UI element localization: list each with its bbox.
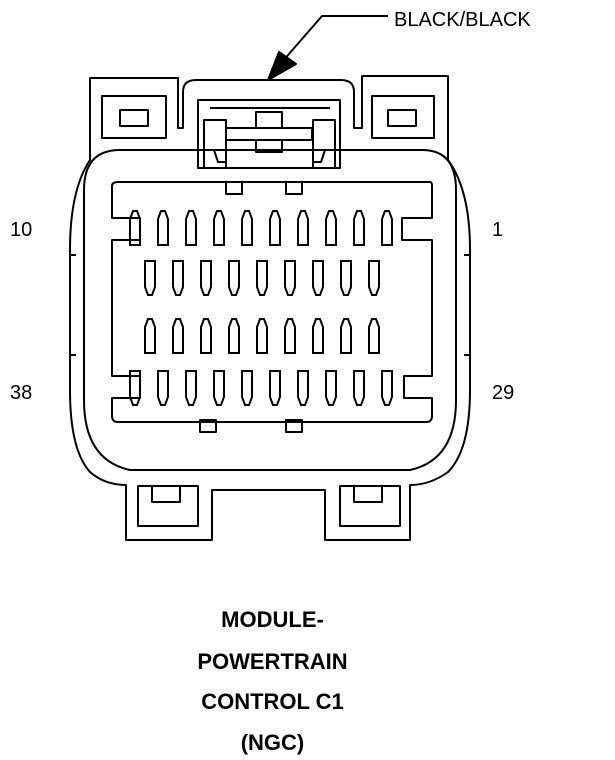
connector-title-line-4: (NGC): [240, 730, 305, 755]
pin-terminal-row4: [353, 370, 365, 406]
lug-bottom-left: [137, 485, 199, 527]
pin-terminal-row4: [185, 370, 197, 406]
leader-arrowhead: [267, 51, 297, 81]
pin-terminal-row1: [353, 210, 365, 246]
pin-terminal-row1: [325, 210, 337, 246]
housing-inner-wall: [83, 149, 457, 471]
latch-slot-mid: [255, 139, 283, 153]
lug-bottom-left-inner: [151, 485, 181, 503]
pin-terminal-row4: [241, 370, 253, 406]
pin-terminal-row4: [381, 370, 393, 406]
pin-terminal-row4: [157, 370, 169, 406]
lug-bottom-right-inner: [353, 485, 383, 503]
pin-terminal-row3: [284, 318, 296, 354]
pin-terminal-row4: [129, 370, 141, 406]
pin-terminal-row1: [269, 210, 281, 246]
pin-terminal-row2: [340, 260, 352, 296]
connector-housing-outer: [69, 75, 471, 541]
pin-terminal-row3: [340, 318, 352, 354]
pin-cavity-area: [111, 181, 433, 423]
connector-title-line-2: POWERTRAIN: [197, 649, 348, 674]
pin-terminal-row1: [213, 210, 225, 246]
lug-top-right-inner: [387, 109, 417, 127]
pin-terminal-row2: [144, 260, 156, 296]
key-notch-bottom-left: [199, 419, 217, 433]
connector-title-line-1: MODULE-: [221, 607, 324, 632]
pin-terminal-row1: [381, 210, 393, 246]
pin-terminal-row4: [269, 370, 281, 406]
pin-terminal-row3: [256, 318, 268, 354]
pin-terminal-row3: [200, 318, 212, 354]
latch-block-left: [203, 119, 227, 169]
lug-top-right: [371, 95, 435, 139]
pin-terminal-row4: [297, 370, 309, 406]
pin-terminal-row2: [312, 260, 324, 296]
latch-frame: [197, 99, 341, 169]
key-notch-top-right: [285, 181, 303, 195]
wire-color-label: BLACK/BLACK: [394, 9, 531, 31]
lug-bottom-right: [339, 485, 401, 527]
pin-terminal-row1: [297, 210, 309, 246]
pin-terminal-row2: [172, 260, 184, 296]
pin-terminal-row1: [129, 210, 141, 246]
lug-top-left: [101, 95, 167, 139]
pin-terminal-row2: [200, 260, 212, 296]
pin-number-38: 38: [10, 382, 33, 404]
key-notch-top-left: [225, 181, 243, 195]
connector-title-line-3: CONTROL C1: [201, 689, 344, 714]
leader-line: [281, 15, 388, 63]
pin-terminal-row3: [228, 318, 240, 354]
latch-slot-top: [255, 111, 283, 129]
pin-terminal-row3: [144, 318, 156, 354]
pin-number-29: 29: [492, 382, 515, 404]
pin-terminal-row3: [312, 318, 324, 354]
latch-bar: [225, 127, 313, 141]
pin-terminal-row2: [284, 260, 296, 296]
pin-number-10: 10: [10, 219, 33, 241]
pin-terminal-row2: [256, 260, 268, 296]
latch-block-right: [312, 119, 336, 169]
pin-terminal-row3: [368, 318, 380, 354]
key-notch-bottom-right: [285, 419, 303, 433]
pin-number-1: 1: [492, 219, 504, 241]
pin-terminal-row2: [228, 260, 240, 296]
pin-terminal-row4: [325, 370, 337, 406]
pin-terminal-row2: [368, 260, 380, 296]
lug-top-left-inner: [119, 109, 149, 127]
pin-terminal-row3: [172, 318, 184, 354]
pin-terminal-row1: [241, 210, 253, 246]
pin-terminal-row4: [213, 370, 225, 406]
pin-terminal-row1: [157, 210, 169, 246]
pin-terminal-row1: [185, 210, 197, 246]
